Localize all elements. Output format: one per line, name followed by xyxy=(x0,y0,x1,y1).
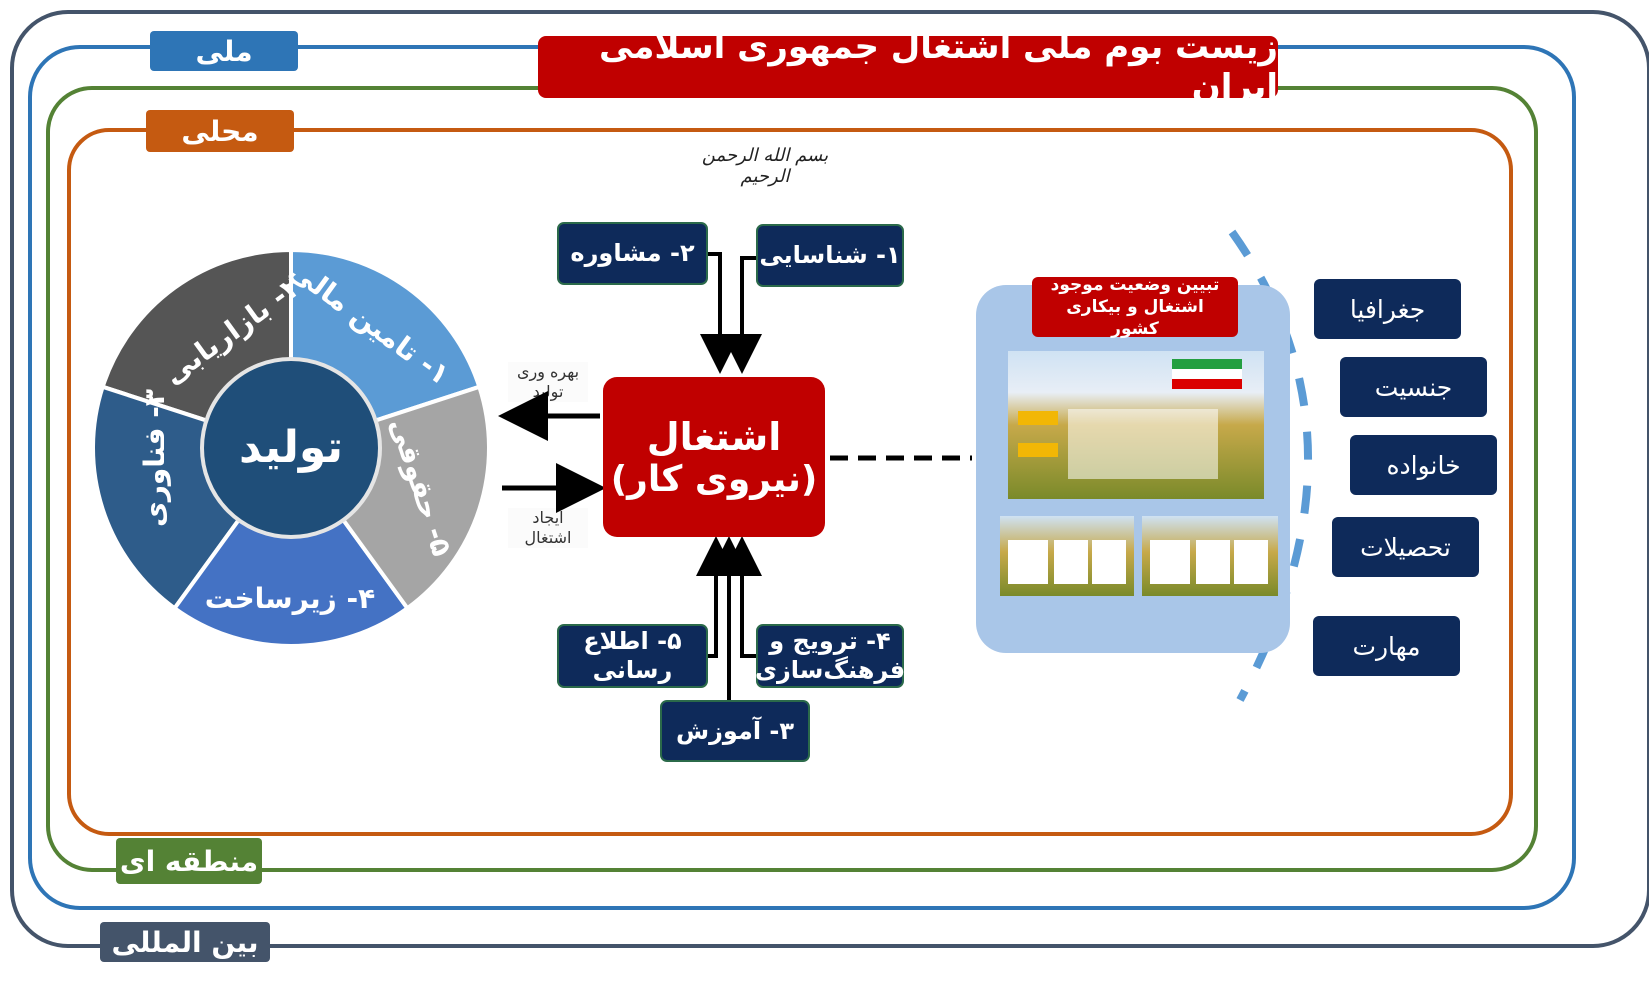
status-panel: تبیین وضعیت موجود اشتغال و بیکاری کشور xyxy=(976,275,1290,653)
report-thumbnail-main xyxy=(1008,351,1264,499)
production-wheel: تولید ۱- تامین مالی ۲- بازاریابی ۳- فناو… xyxy=(92,250,491,648)
header-calligraphy: بسم الله الرحمن الرحیم xyxy=(701,145,829,187)
wheel-center-label: تولید xyxy=(239,422,343,473)
arrow-from-identify xyxy=(722,256,762,374)
wheel-center-circle xyxy=(200,357,382,539)
segment-label-technology-text: ۳- فناوری xyxy=(138,389,171,527)
segment-label-infrastructure-text: ۴- زیرساخت xyxy=(205,582,375,615)
local-tag: محلی xyxy=(146,110,294,152)
arrow-from-promote xyxy=(722,536,762,658)
arrow-from-inform xyxy=(696,536,736,658)
input-inform: ۵- اطلاع رسانی xyxy=(557,624,708,688)
job-creation-label: ایجاد اشتغال xyxy=(508,508,588,548)
local-frame xyxy=(67,128,1513,836)
international-frame xyxy=(10,10,1649,948)
report-thumbnail-right xyxy=(1142,516,1278,596)
segment-label-infrastructure: ۴- زیرساخت xyxy=(205,582,375,615)
factor-education: تحصیلات xyxy=(1332,517,1479,577)
employment-title: اشتغال xyxy=(646,414,782,459)
factor-skill: مهارت xyxy=(1313,616,1460,676)
productivity-label: بهره وری تولید xyxy=(508,362,588,402)
arrow-from-consult xyxy=(700,252,740,374)
employment-subtitle: (نیروی کار) xyxy=(610,458,818,500)
employment-box: اشتغال (نیروی کار) xyxy=(603,377,825,537)
international-tag: بین المللی xyxy=(100,922,270,962)
input-promote: ۴- ترویج و فرهنگ‌سازی xyxy=(755,624,905,688)
input-training: ۳- آموزش xyxy=(660,700,810,762)
national-tag: ملی xyxy=(150,31,298,71)
input-identify: ۱- شناسایی xyxy=(756,224,904,287)
input-consult: ۲- مشاوره xyxy=(557,222,708,285)
segment-label-technology: ۳- فناوری xyxy=(138,389,171,527)
factor-family: خانواده xyxy=(1350,435,1497,495)
factor-geography: جغرافیا xyxy=(1314,279,1461,339)
regional-tag: منطقه ای xyxy=(116,838,262,884)
factor-gender: جنسیت xyxy=(1340,357,1487,417)
status-panel-title: تبیین وضعیت موجود اشتغال و بیکاری کشور xyxy=(1032,275,1238,339)
report-thumbnail-left xyxy=(1000,516,1134,596)
